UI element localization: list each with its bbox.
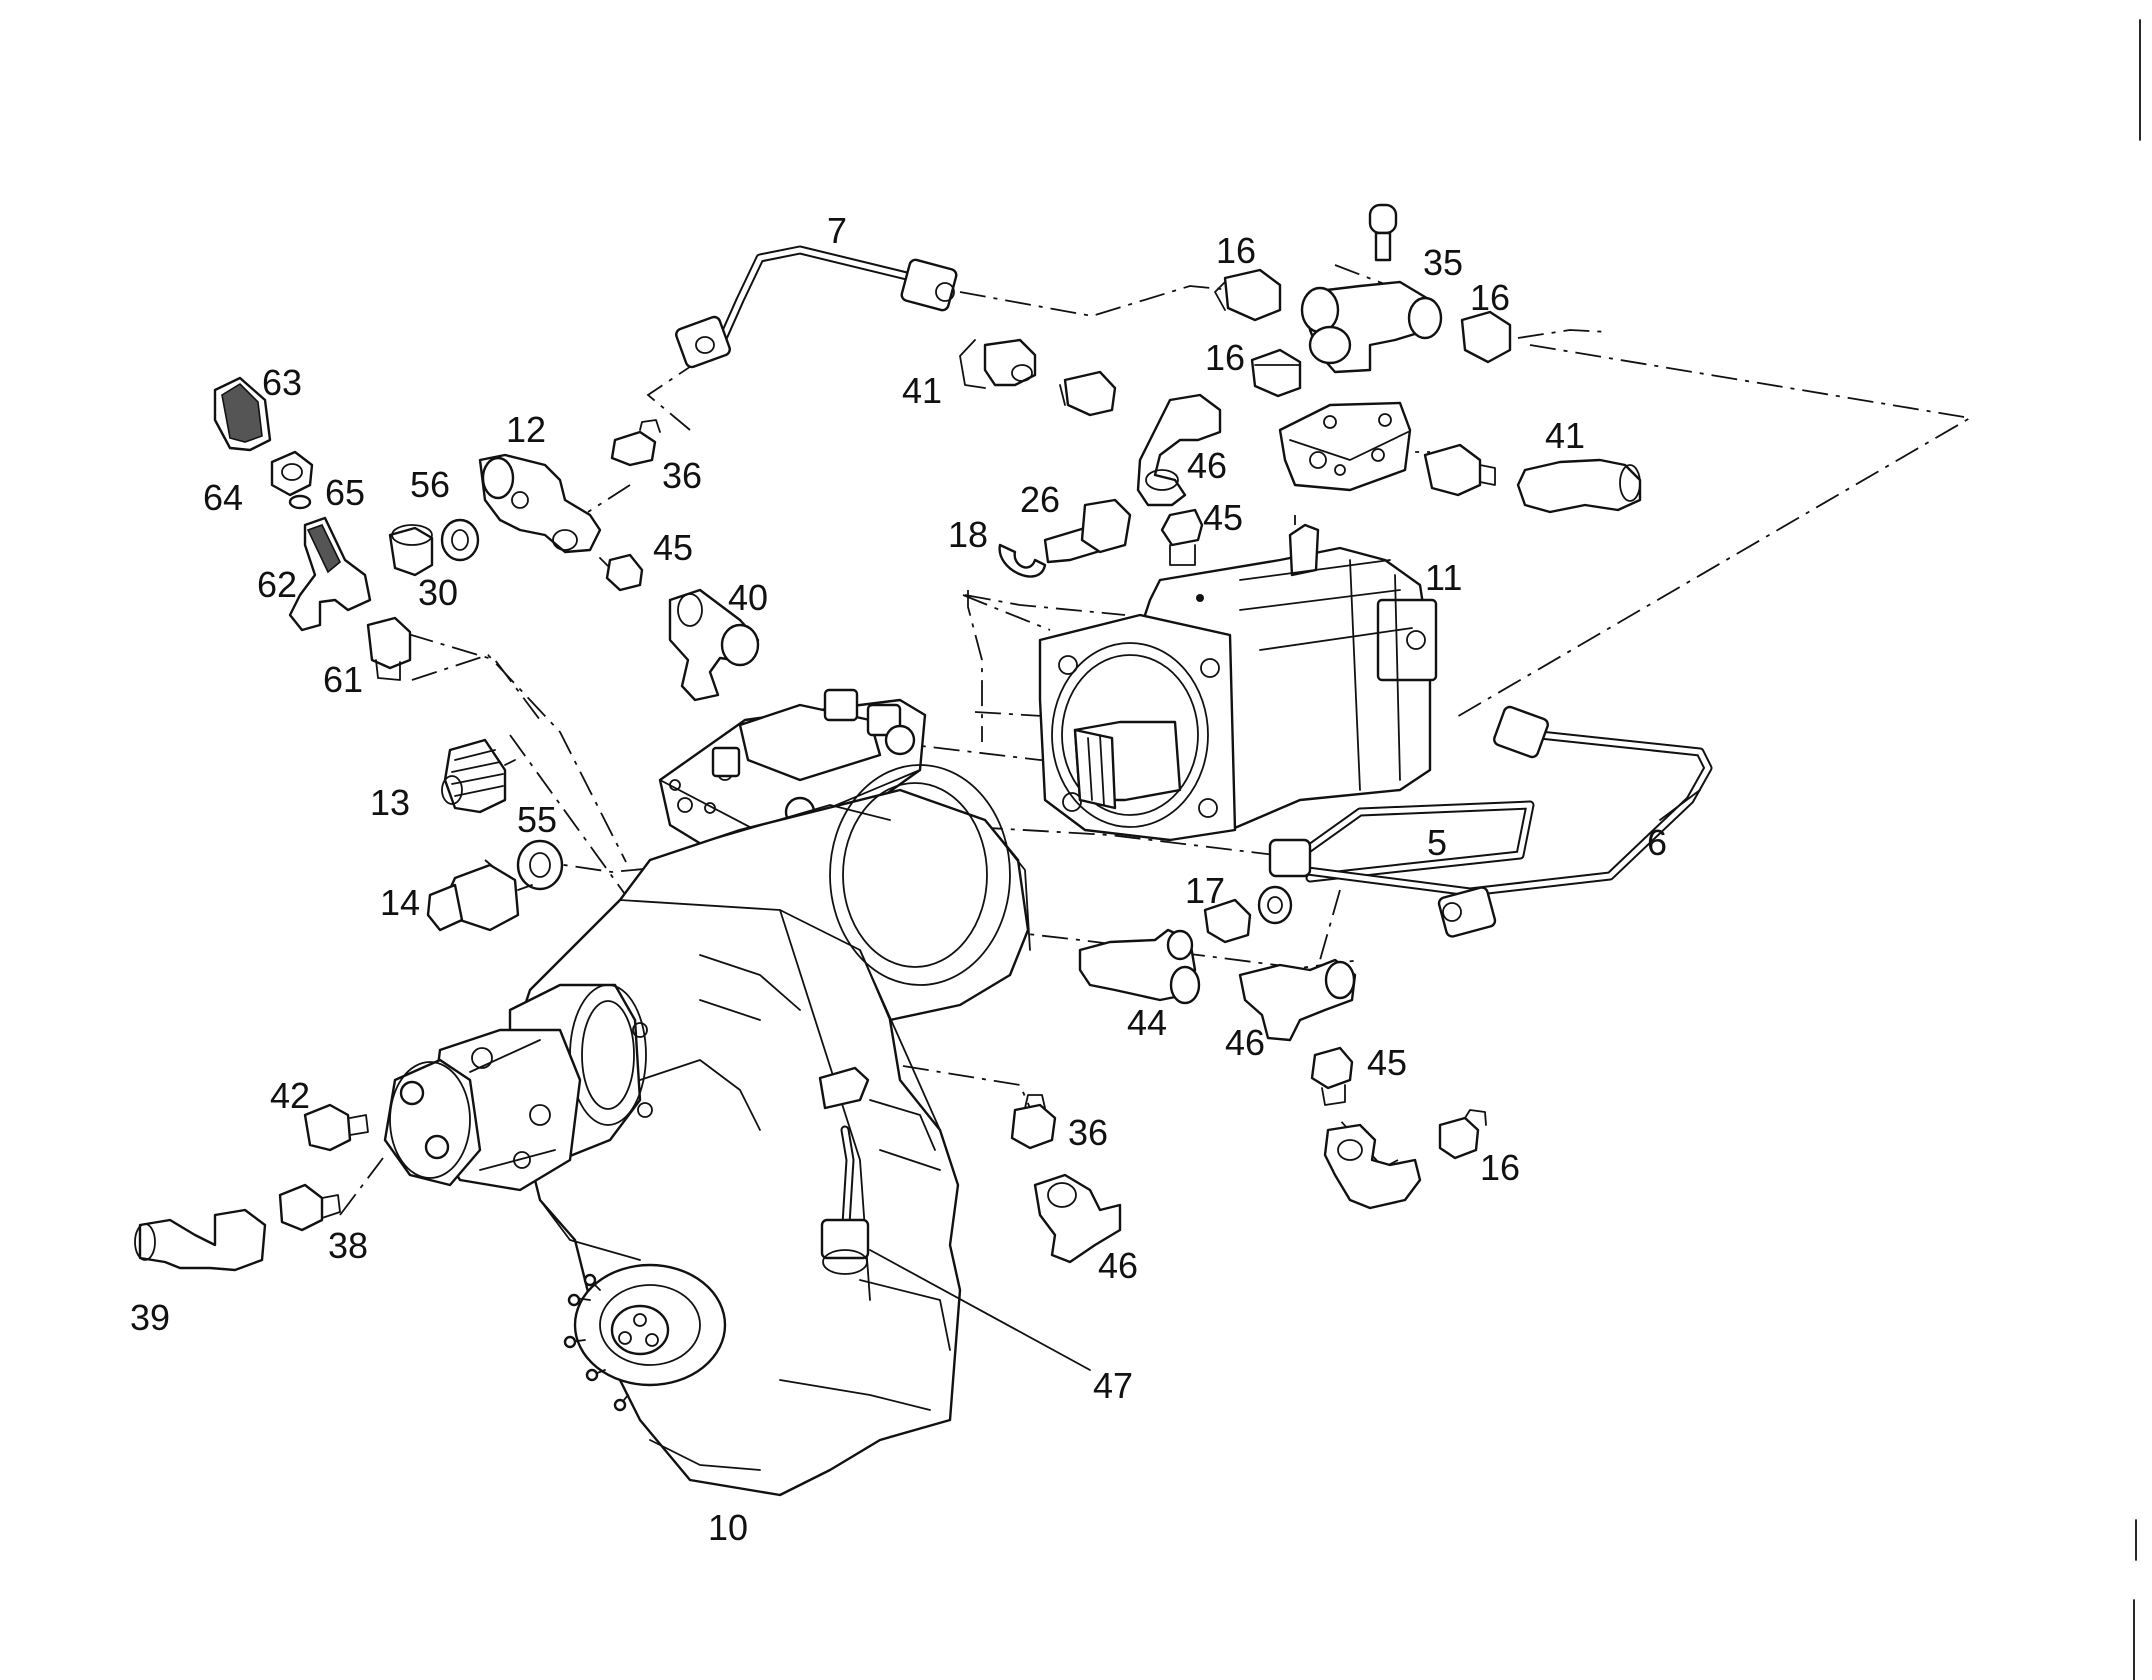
callout-47: 47 bbox=[1093, 1365, 1133, 1406]
fittings bbox=[134, 203, 1642, 1272]
callout-16: 16 bbox=[1216, 230, 1256, 271]
callout-13: 13 bbox=[370, 782, 410, 823]
callout-26: 26 bbox=[1020, 479, 1060, 520]
hydraulic-motor-11 bbox=[1038, 523, 1438, 842]
callout-labels: 7 16 35 16 16 63 41 41 12 64 65 56 36 46… bbox=[130, 210, 1667, 1548]
callout-42: 42 bbox=[270, 1075, 310, 1116]
callout-55: 55 bbox=[517, 799, 557, 840]
callout-10: 10 bbox=[708, 1507, 748, 1548]
pipe-7 bbox=[675, 245, 958, 369]
pipe-6 bbox=[1268, 705, 1713, 938]
callout-16: 16 bbox=[1480, 1147, 1520, 1188]
callout-56: 56 bbox=[410, 464, 450, 505]
callout-16: 16 bbox=[1205, 337, 1245, 378]
pipe-5 bbox=[1285, 800, 1535, 883]
leader-6 bbox=[1659, 789, 1701, 821]
tube-47 bbox=[818, 1066, 870, 1275]
callout-40: 40 bbox=[728, 577, 768, 618]
leader-47 bbox=[869, 1249, 1091, 1371]
callout-63: 63 bbox=[262, 362, 302, 403]
callout-12: 12 bbox=[506, 409, 546, 450]
callout-41: 41 bbox=[902, 370, 942, 411]
callout-45: 45 bbox=[653, 527, 693, 568]
callout-18: 18 bbox=[948, 514, 988, 555]
callout-46: 46 bbox=[1225, 1022, 1265, 1063]
callout-65: 65 bbox=[325, 472, 365, 513]
callout-5: 5 bbox=[1427, 822, 1447, 863]
callout-36: 36 bbox=[662, 455, 702, 496]
page-edge-marks bbox=[2133, 19, 2141, 1680]
output-shaft-assembly bbox=[383, 983, 653, 1192]
callout-6: 6 bbox=[1647, 822, 1667, 863]
callout-14: 14 bbox=[380, 882, 420, 923]
callout-38: 38 bbox=[328, 1225, 368, 1266]
callout-30: 30 bbox=[418, 572, 458, 613]
callout-64: 64 bbox=[203, 477, 243, 518]
callout-61: 61 bbox=[323, 659, 363, 700]
callout-62: 62 bbox=[257, 564, 297, 605]
callout-46: 46 bbox=[1187, 445, 1227, 486]
callout-39: 39 bbox=[130, 1297, 170, 1338]
callout-17: 17 bbox=[1185, 870, 1225, 911]
callout-11: 11 bbox=[1425, 557, 1462, 598]
callout-45: 45 bbox=[1203, 497, 1243, 538]
callout-41: 41 bbox=[1545, 415, 1585, 456]
callout-45: 45 bbox=[1367, 1042, 1407, 1083]
callout-44: 44 bbox=[1127, 1002, 1167, 1043]
callout-35: 35 bbox=[1423, 242, 1463, 283]
callout-36: 36 bbox=[1068, 1112, 1108, 1153]
callout-7: 7 bbox=[827, 210, 847, 251]
pto-flange bbox=[563, 1263, 727, 1412]
callout-46: 46 bbox=[1098, 1245, 1138, 1286]
callout-16: 16 bbox=[1470, 277, 1510, 318]
